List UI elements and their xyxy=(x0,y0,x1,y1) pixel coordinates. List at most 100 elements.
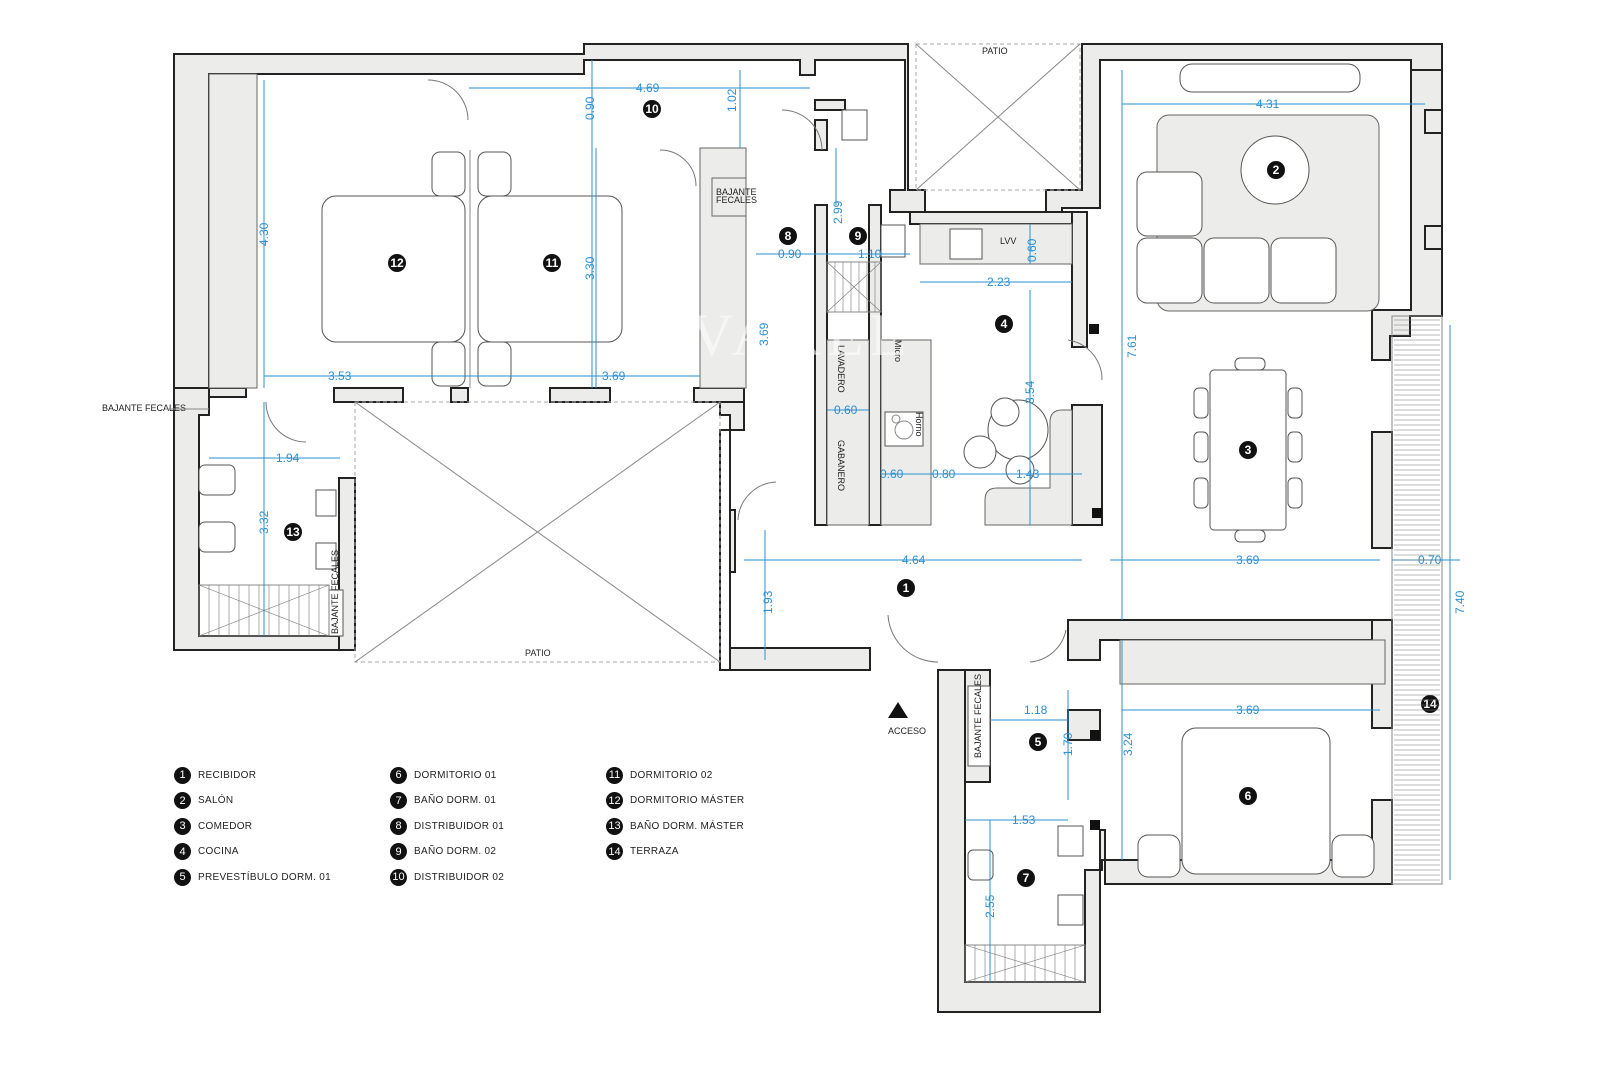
room-marker-7: 7 xyxy=(1017,869,1035,887)
legend-label: COCINA xyxy=(198,846,239,857)
hatch-pattern xyxy=(198,584,330,637)
dim-1-93: 1.93 xyxy=(761,590,775,614)
dim-7-61: 7.61 xyxy=(1125,334,1139,358)
svg-text:4: 4 xyxy=(1001,317,1008,331)
furniture xyxy=(198,63,1386,926)
dim-3-09: 3.69 xyxy=(757,322,771,346)
svg-text:9: 9 xyxy=(855,229,862,243)
legend-label: DISTRIBUIDOR 01 xyxy=(414,820,505,832)
svg-text:8: 8 xyxy=(785,229,792,243)
room-marker-14: 14 xyxy=(1421,695,1439,713)
micro-label: Micro xyxy=(893,340,903,362)
dim-1-53: 1.53 xyxy=(1012,813,1036,827)
room-marker-8: 8 xyxy=(779,227,797,245)
dim-0-80: 0.80 xyxy=(932,467,956,481)
dim-0-60-k: 0.60 xyxy=(880,467,904,481)
legend-label: DORMITORIO 01 xyxy=(414,769,497,781)
svg-text:7: 7 xyxy=(1023,871,1030,885)
patio-top-label: PATIO xyxy=(982,46,1008,56)
legend-label: RECIBIDOR xyxy=(198,769,257,781)
doors xyxy=(265,79,1103,663)
terrace-hatch xyxy=(1394,319,1440,881)
legend-label: COMEDOR xyxy=(198,820,253,832)
legend-number: 5 xyxy=(174,868,191,886)
downpipe-5-label: BAJANTE FECALES xyxy=(973,674,983,758)
room-markers: 1 2 3 4 5 6 7 8 9 10 11 12 13 14 xyxy=(284,100,1439,887)
dim-1-02: 1.02 xyxy=(725,88,739,112)
dim-3-30: 3.30 xyxy=(583,256,597,280)
dimension-labels: 4.69 0.90 1.02 4.30 3.30 2.99 0.90 1.10 … xyxy=(257,81,1467,918)
svg-text:6: 6 xyxy=(1245,789,1252,803)
dim-4-64: 4.64 xyxy=(902,553,926,567)
legend-number: 11 xyxy=(606,766,623,784)
dim-2-55: 2.55 xyxy=(983,894,997,918)
legend-number: 3 xyxy=(174,817,191,835)
room-marker-3: 3 xyxy=(1239,441,1257,459)
dim-0-90-top: 0.90 xyxy=(583,96,597,120)
downpipe-left-label: BAJANTE FECALES xyxy=(102,403,186,413)
room-marker-6: 6 xyxy=(1239,787,1257,805)
dim-1-18: 1.18 xyxy=(1024,703,1048,717)
dim-1-10: 1.10 xyxy=(858,247,882,261)
dim-3-69-c: 3.69 xyxy=(1236,553,1260,567)
legend-label: DORMITORIO 02 xyxy=(630,769,713,781)
room-marker-1: 1 xyxy=(897,579,915,597)
legend-number: 2 xyxy=(174,792,191,809)
legend-number: 13 xyxy=(606,817,623,835)
dim-3-53: 3.53 xyxy=(328,369,352,383)
dim-1-70: 1.70 xyxy=(1061,732,1075,756)
downpipe-markers xyxy=(1089,324,1102,830)
access-arrow-icon xyxy=(888,702,908,718)
dim-7-40: 7.40 xyxy=(1453,590,1467,614)
legend-item-5: 5 PREVESTÍBULO DORM. 01 xyxy=(174,868,331,886)
hatch-pattern xyxy=(964,944,1086,983)
legend-number: 8 xyxy=(390,817,407,835)
legend-label: PREVESTÍBULO DORM. 01 xyxy=(198,871,331,883)
downpipe-1-label: BAJANTE xyxy=(716,187,757,197)
legend-item-11: 11 DORMITORIO 02 xyxy=(606,766,713,784)
lvv-label: LVV xyxy=(1000,236,1016,246)
dim-3-54: 3.54 xyxy=(1023,380,1037,404)
dim-0-60-lvv: 0.60 xyxy=(1025,238,1039,262)
legend-number: 7 xyxy=(390,792,407,809)
room-marker-13: 13 xyxy=(284,523,302,541)
legend-label: BAÑO DORM. 02 xyxy=(414,846,497,857)
dimension-lines xyxy=(209,60,1460,982)
room-marker-9: 9 xyxy=(849,227,867,245)
watermark-text: VAREE xyxy=(690,302,912,368)
hatch-pattern xyxy=(826,261,882,313)
room-marker-11: 11 xyxy=(543,254,561,272)
svg-text:12: 12 xyxy=(390,256,404,270)
room-marker-5: 5 xyxy=(1029,733,1047,751)
svg-text:10: 10 xyxy=(645,102,659,116)
legend-number: 10 xyxy=(390,868,407,886)
legend-item-2: 2 SALÓN xyxy=(174,792,233,810)
dim-3-24: 3.24 xyxy=(1121,732,1135,756)
legend-label: TERRAZA xyxy=(630,846,679,857)
legend-label: SALÓN xyxy=(198,795,234,806)
gabanero-label: GABANERO xyxy=(836,440,846,491)
patio-bottom-label: PATIO xyxy=(525,648,551,658)
legend-item-8: 8 DISTRIBUIDOR 01 xyxy=(390,817,504,835)
dim-3-69-d: 3.69 xyxy=(1236,703,1260,717)
dim-2-99: 2.99 xyxy=(831,200,845,224)
legend-label: BAÑO DORM. MÁSTER xyxy=(630,820,744,832)
downpipe-1b-label: FECALES xyxy=(716,195,757,205)
legend-number: 6 xyxy=(390,766,407,784)
access-label: ACCESO xyxy=(888,726,926,736)
room-marker-2: 2 xyxy=(1267,161,1285,179)
svg-text:5: 5 xyxy=(1035,735,1042,749)
room-marker-4: 4 xyxy=(995,315,1013,333)
svg-text:14: 14 xyxy=(1423,697,1437,711)
dim-3-32: 3.32 xyxy=(257,510,271,534)
dim-2-23: 2.23 xyxy=(987,275,1011,289)
legend-item-6: 6 DORMITORIO 01 xyxy=(390,766,497,784)
dim-4-69: 4.69 xyxy=(636,81,660,95)
svg-text:1: 1 xyxy=(903,581,910,595)
dim-1-94: 1.94 xyxy=(276,451,300,465)
